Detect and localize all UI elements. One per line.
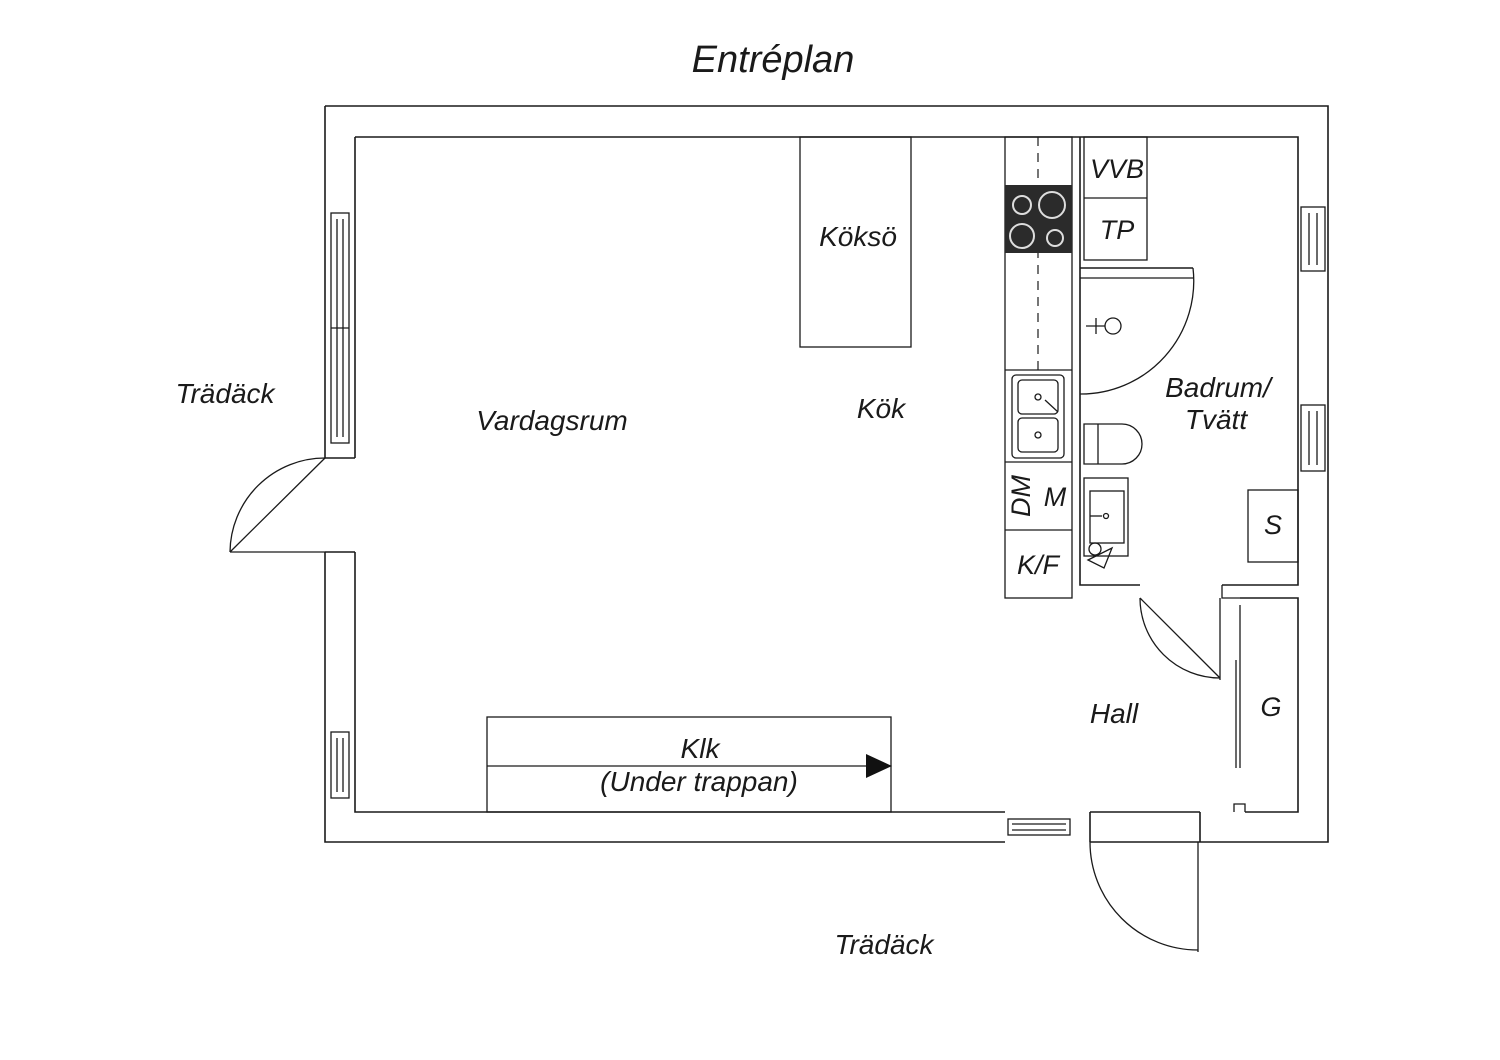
door-bathroom [1139, 597, 1221, 680]
door-left-deck [229, 457, 326, 553]
room-label-hall: Hall [1090, 698, 1139, 729]
exterior-walls [324, 105, 1329, 843]
room-label-kokso: Köksö [819, 221, 897, 252]
fixture-label-m: M [1044, 482, 1067, 512]
door-front [1089, 841, 1199, 952]
kitchen-island [799, 136, 912, 348]
room-label-vardagsrum: Vardagsrum [476, 405, 627, 436]
washbasin-icon [1083, 477, 1129, 557]
fixture-label-tp: TP [1100, 215, 1135, 245]
outside-label-deck-left: Trädäck [175, 378, 276, 409]
kitchen-sink-icon [1011, 374, 1065, 459]
window-left-upper [330, 212, 350, 444]
window-left-lower [330, 731, 350, 799]
hall-wardrobe [1221, 585, 1246, 812]
room-label-klk: Klk [681, 733, 722, 764]
window-right-upper [1300, 206, 1326, 272]
room-label-kok: Kök [857, 393, 907, 424]
fixture-label-s: S [1264, 510, 1282, 540]
shower-icon [1079, 267, 1195, 395]
outside-label-deck-bottom: Trädäck [834, 929, 935, 960]
storage-cabinet [1247, 489, 1299, 563]
room-label-tvatt: Tvätt [1185, 404, 1248, 435]
room-label-badrum: Badrum/ [1165, 372, 1274, 403]
toilet-icon [1083, 423, 1143, 465]
bathroom-walls [1079, 136, 1193, 586]
fixture-label-g: G [1260, 692, 1281, 722]
kitchen-counter [1004, 136, 1073, 599]
stair-closet [486, 716, 892, 813]
cooktop-icon [1005, 185, 1072, 253]
window-bottom [1007, 818, 1071, 836]
fixture-label-vvb: VVB [1090, 154, 1144, 184]
fixture-label-dm: DM [1006, 475, 1036, 517]
room-label-klk-sub: (Under trappan) [600, 766, 798, 797]
fixture-label-kf: K/F [1017, 550, 1061, 580]
window-right-lower [1300, 404, 1326, 472]
plan-title: Entréplan [692, 39, 855, 81]
faucet-icon [1086, 542, 1114, 569]
